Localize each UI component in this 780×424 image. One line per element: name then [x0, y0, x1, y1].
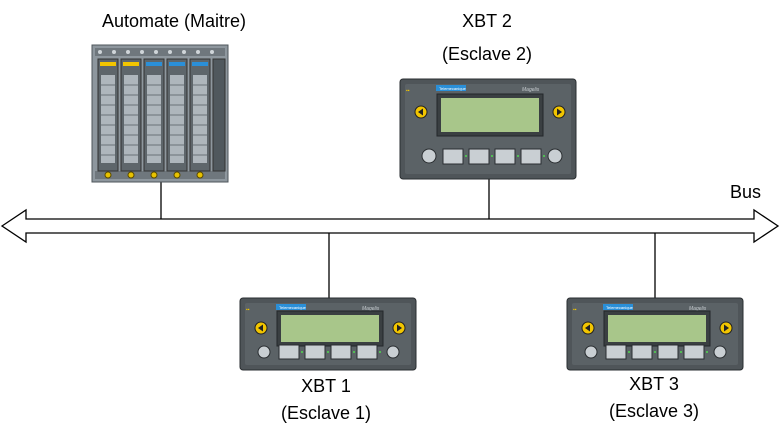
bus-arrow [0, 208, 780, 244]
model-text: Magelis [522, 87, 540, 93]
brand-badge [436, 85, 466, 91]
model-text: Magelis [689, 306, 707, 312]
model-text: Magelis [362, 306, 380, 312]
xbt3-label-line1: XBT 3 [629, 374, 679, 394]
bus-label: Bus [730, 182, 761, 202]
brand-text: Telemecanique [439, 86, 467, 91]
xbt1-label-line2: (Esclave 1) [281, 403, 371, 423]
xbt3-terminal: ▪▪ Telemecanique Magelis [566, 297, 744, 371]
brand-text: Telemecanique [606, 305, 634, 310]
svg-text:▪▪: ▪▪ [406, 88, 410, 94]
plc-rack [91, 44, 229, 183]
plc-label: Automate (Maitre) [102, 11, 246, 31]
svg-text:▪▪: ▪▪ [246, 307, 250, 313]
bus-connectors [160, 178, 656, 298]
xbt2-label-line2: (Esclave 2) [442, 44, 532, 64]
xbt1-label-line1: XBT 1 [301, 376, 351, 396]
brand-text: Telemecanique [279, 305, 307, 310]
xbt2-label-line1: XBT 2 [462, 11, 512, 31]
xbt3-label-line2: (Esclave 3) [609, 401, 699, 421]
xbt2-terminal: ▪▪ Telemecanique Magelis [399, 78, 577, 180]
svg-text:▪▪: ▪▪ [573, 307, 577, 313]
xbt1-terminal: ▪▪ Telemecanique Magelis [239, 297, 417, 371]
